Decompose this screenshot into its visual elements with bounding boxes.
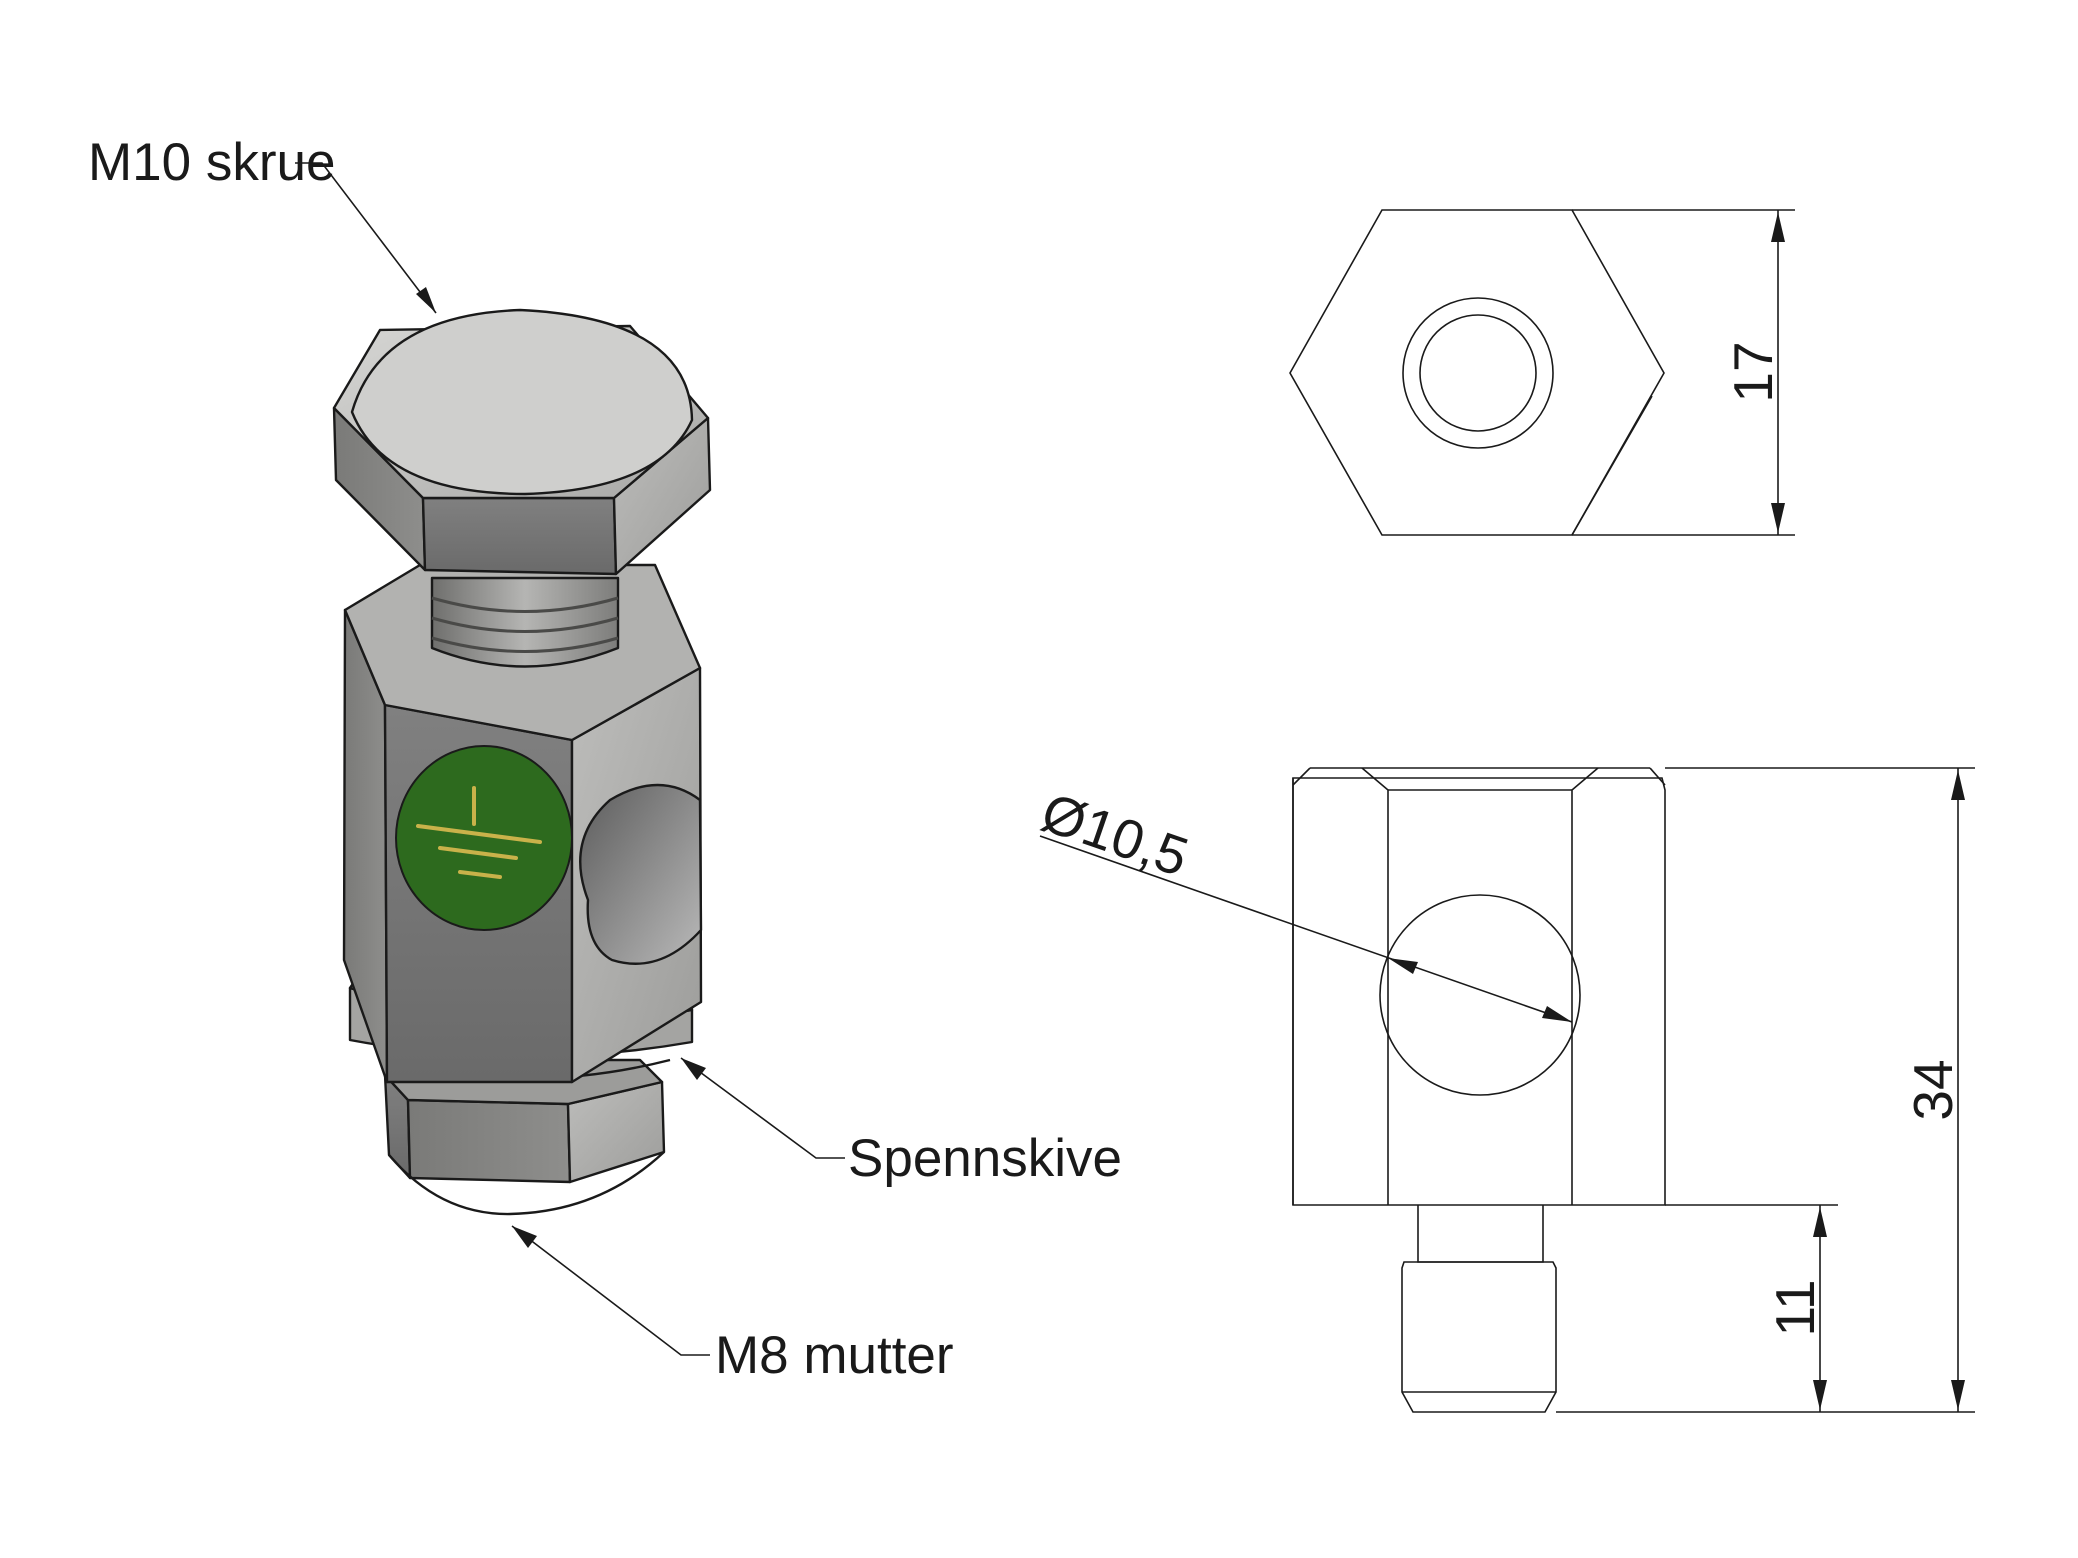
dim-hole-diameter-leader: Ø10,5 xyxy=(1034,781,1573,1023)
callout-washer-label: Spennskive xyxy=(848,1129,1122,1188)
cross-hole xyxy=(579,783,703,965)
top-view-outer-circle xyxy=(1402,297,1554,449)
callout-screw-label: M10 skrue xyxy=(88,133,335,192)
earth-symbol-icon xyxy=(395,745,573,931)
callout-washer: Spennskive xyxy=(680,1057,1122,1188)
isometric-view: M10 skrue Spennskive M8 mutter xyxy=(88,133,1122,1385)
m10-thread xyxy=(430,576,620,668)
dim-hex-width: 17 xyxy=(1722,341,1784,402)
callout-nut: M8 mutter xyxy=(511,1225,954,1385)
top-view: 17 xyxy=(1289,209,1795,536)
dim-stud-length: 11 xyxy=(1764,1279,1826,1336)
front-view: Ø10,5 34 11 xyxy=(1034,767,1975,1413)
top-view-inner-circle xyxy=(1419,314,1537,432)
m10-screw-head xyxy=(332,308,712,576)
cross-hole-outline xyxy=(1379,894,1581,1096)
dim-hole-diameter: Ø10,5 xyxy=(1034,781,1196,888)
dim-total-height: 34 xyxy=(1902,1059,1964,1120)
callout-screw: M10 skrue xyxy=(88,133,437,314)
callout-nut-label: M8 mutter xyxy=(715,1326,954,1385)
